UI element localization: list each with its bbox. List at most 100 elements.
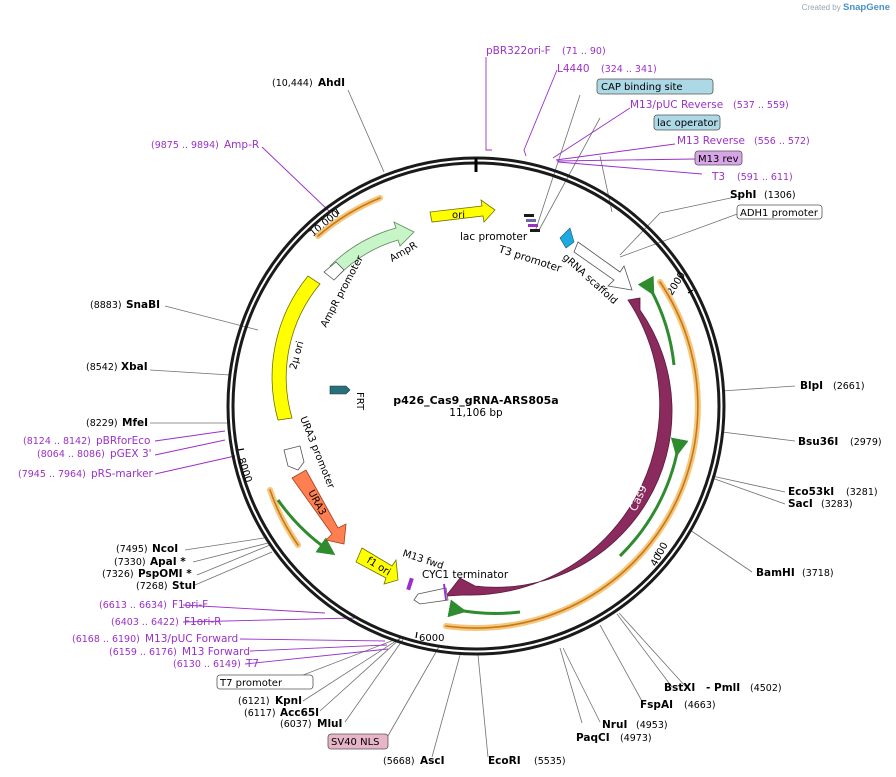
feature-ampr[interactable]: [329, 221, 415, 277]
primer-amp-r[interactable]: Amp-R: [224, 139, 259, 151]
primer-labels: pBR322ori-F (71 .. 90) L4440 (324 .. 341…: [18, 45, 810, 670]
enzyme-pos-nrui: (4953): [636, 720, 668, 731]
feature-2u-ori[interactable]: [271, 275, 321, 421]
box-t7-promoter[interactable]: T7 promoter: [219, 678, 283, 689]
enzyme-eco53ki[interactable]: Eco53kI: [788, 486, 834, 498]
primer-t7[interactable]: T7: [245, 658, 259, 670]
enzyme-pos-saci: (3283): [821, 499, 853, 510]
feature-ura3[interactable]: [291, 469, 347, 545]
enzyme-acc65i[interactable]: Acc65I: [280, 707, 319, 719]
feature-ampr-promoter[interactable]: [323, 261, 345, 281]
enzyme-pos-ahdi: (10,444): [272, 78, 313, 89]
primer-range-prs-marker: (7945 .. 7964): [18, 469, 86, 480]
primer-range-m13-puc-forward: (6168 .. 6190): [72, 634, 140, 645]
feature-ura3-promoter[interactable]: [283, 445, 305, 471]
primer-t3[interactable]: T3: [711, 171, 725, 183]
enzyme-pos-eco53ki: (3281): [846, 487, 878, 498]
tick-marks: [237, 208, 694, 639]
enzyme-nrui[interactable]: NruI: [602, 719, 627, 731]
enzyme-xbai[interactable]: XbaI: [121, 361, 148, 373]
enzyme-bstxi[interactable]: BstXI: [664, 682, 695, 694]
box-sv40-nls[interactable]: SV40 NLS: [331, 737, 380, 748]
enzyme-pspomi[interactable]: PspOMI *: [138, 568, 192, 580]
enzyme-blpi[interactable]: BlpI: [800, 380, 823, 392]
enzyme-pos-blpi: (2661): [833, 381, 865, 392]
enzyme-pos-sphi: (1306): [764, 190, 796, 201]
primer-range-f1ori-f: (6613 .. 6634): [99, 600, 167, 611]
feature-label-ampr: AmpR: [388, 240, 419, 264]
enzyme-paqci[interactable]: PaqCI: [576, 732, 610, 744]
enzyme-kpni[interactable]: KpnI: [275, 695, 302, 707]
primer-range-m13-forward: (6159 .. 6176): [109, 647, 177, 658]
enzyme-pos-fspai: (4663): [684, 700, 716, 711]
tick-6000: 6000: [419, 633, 444, 644]
feature-cas9[interactable]: [445, 297, 673, 597]
enzyme-pos-mfei: (8229): [86, 418, 118, 429]
leader-lines: [149, 89, 796, 758]
enzyme-labels: (10,444) AhdI SphI (1306) (8883) SnaBI (…: [86, 77, 882, 767]
enzyme-pmli[interactable]: - PmlI: [706, 682, 740, 694]
box-adh1-promoter[interactable]: ADH1 promoter: [740, 208, 819, 219]
enzyme-asci[interactable]: AscI: [420, 755, 445, 767]
primer-m13-puc-reverse[interactable]: M13/pUC Reverse: [630, 99, 723, 111]
primer-prs-marker[interactable]: pRS-marker: [91, 468, 154, 480]
plasmid-size: 11,106 bp: [449, 407, 503, 419]
feature-label-2u-ori: 2μ ori: [288, 340, 306, 371]
primer-range-t7: (6130 .. 6149): [173, 659, 241, 670]
primer-f1ori-r[interactable]: F1ori-R: [184, 616, 221, 628]
enzyme-stui[interactable]: StuI: [172, 580, 196, 592]
primer-range-m13-reverse: (556 .. 572): [754, 136, 810, 147]
enzyme-pos-mlui: (6037): [280, 719, 312, 730]
primer-l4440[interactable]: L4440: [557, 63, 590, 75]
enzyme-ahdi[interactable]: AhdI: [318, 77, 345, 89]
feature-lac-cluster[interactable]: [524, 214, 540, 232]
primer-pbr322ori-f[interactable]: pBR322ori-F: [486, 45, 551, 57]
plasmid-name: p426_Cas9_gRNA-ARS805a: [393, 394, 558, 407]
feature-label-t3-promoter: T3 promoter: [496, 243, 563, 275]
primer-range-pbrforeco: (8124 .. 8142): [23, 436, 91, 447]
enzyme-sphi[interactable]: SphI: [730, 189, 756, 201]
enzyme-saci[interactable]: SacI: [788, 498, 813, 510]
feature-cyc1-terminator[interactable]: [413, 587, 449, 605]
feature-grna-scaffold[interactable]: [573, 241, 633, 291]
enzyme-mlui[interactable]: MluI: [317, 718, 342, 730]
enzyme-pos-kpni: (6121): [238, 696, 270, 707]
primer-lines: [154, 57, 703, 665]
primer-m13-puc-forward[interactable]: M13/pUC Forward: [145, 633, 238, 645]
enzyme-bsu36i[interactable]: Bsu36I: [798, 436, 838, 448]
primer-range-f1ori-r: (6403 .. 6422): [111, 617, 179, 628]
feature-ori[interactable]: [429, 199, 496, 223]
primer-range-amp-r: (9875 .. 9894): [151, 140, 219, 151]
primer-range-m13-puc-reverse: (537 .. 559): [733, 100, 789, 111]
primer-pgex3[interactable]: pGEX 3': [110, 448, 152, 460]
snapgene-credit: Created by SnapGene: [802, 2, 890, 13]
enzyme-snabi[interactable]: SnaBI: [126, 299, 160, 311]
enzyme-ecori[interactable]: EcoRI: [488, 755, 521, 767]
enzyme-pos-pmli: (4502): [750, 683, 782, 694]
box-m13-rev[interactable]: M13 rev: [698, 154, 739, 165]
feature-f1-ori[interactable]: [355, 547, 399, 585]
primer-f1ori-f[interactable]: F1ori-F: [172, 599, 208, 611]
primer-pbrforeco[interactable]: pBRforEco: [96, 435, 150, 447]
primer-m13-reverse[interactable]: M13 Reverse: [677, 135, 745, 147]
primer-m13-forward[interactable]: M13 Forward: [182, 646, 250, 658]
feature-m13-fwd[interactable]: [406, 577, 414, 591]
feature-frt[interactable]: [329, 385, 351, 395]
snapgene-logo: SnapGene: [843, 2, 890, 13]
feature-grna-cyan[interactable]: [559, 227, 575, 249]
enzyme-ncoi[interactable]: NcoI: [152, 543, 178, 555]
enzyme-mfei[interactable]: MfeI: [122, 417, 148, 429]
enzyme-bamhi[interactable]: BamHI: [756, 567, 795, 579]
enzyme-pos-stui: (7268): [136, 581, 168, 592]
box-cap-binding-site[interactable]: CAP binding site: [601, 82, 683, 93]
enzyme-pos-bsu36i: (2979): [850, 437, 882, 448]
enzyme-fspai[interactable]: FspAI: [640, 699, 673, 711]
primer-range-t3: (591 .. 611): [737, 172, 793, 183]
enzyme-pos-ecori: (5535): [534, 756, 566, 767]
box-lac-operator[interactable]: lac operator: [657, 118, 718, 129]
enzyme-pos-snabi: (8883): [90, 300, 122, 311]
feature-label-frt: FRT: [354, 392, 365, 411]
feature-label-cyc1-terminator: CYC1 terminator: [422, 569, 509, 581]
enzyme-apai[interactable]: ApaI *: [150, 556, 186, 568]
feature-label-lac-promoter: lac promoter: [460, 231, 528, 243]
